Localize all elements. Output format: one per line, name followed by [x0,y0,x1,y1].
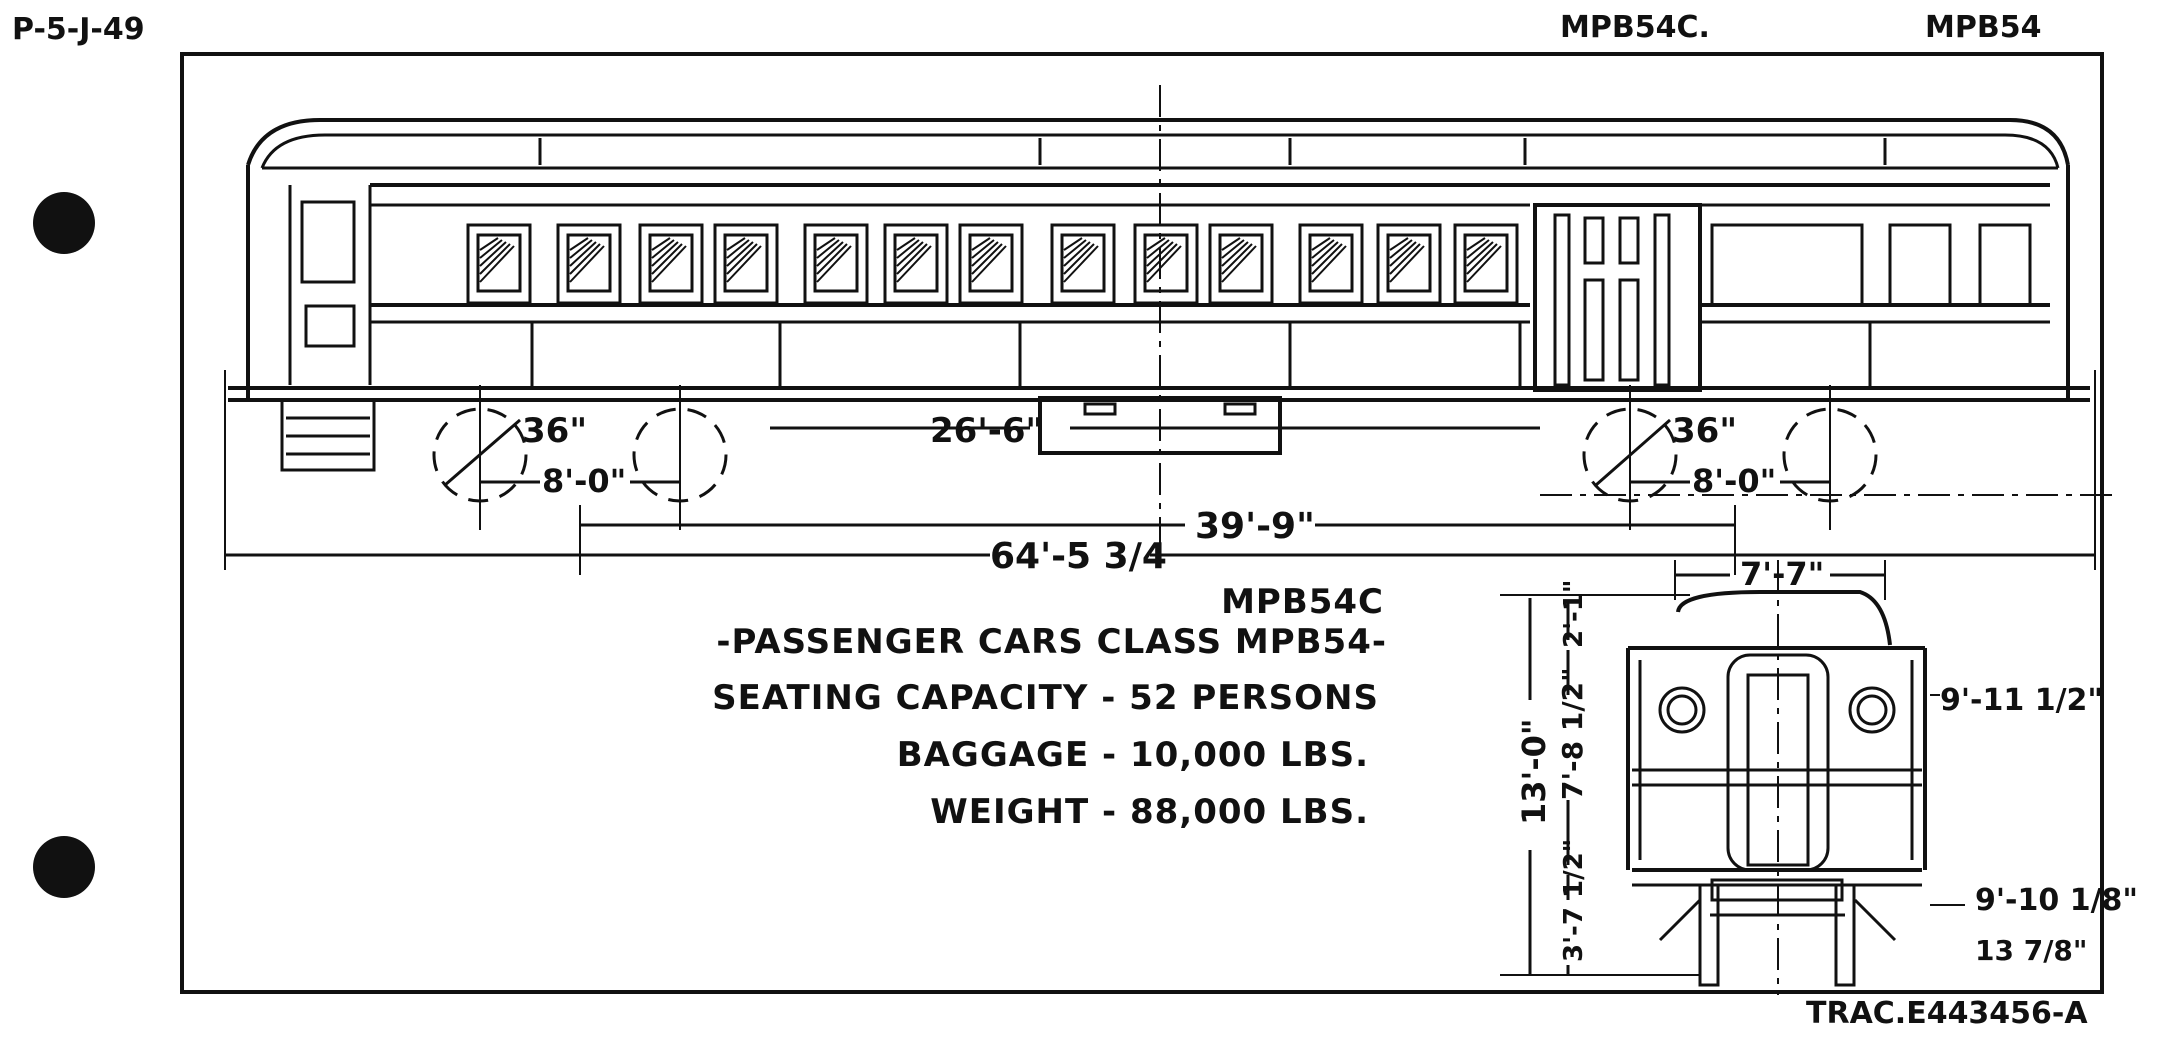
side-window [1453,223,1519,305]
header-class-left: MPB54C. [1560,10,1710,45]
drawing-frame [180,52,2104,994]
tracing-number: TRAC.E443456-A [1806,996,2088,1031]
side-window [713,223,779,305]
dim-wheel-dia-right: 36" [1672,411,1737,451]
side-window [638,223,704,305]
spec-class-code: MPB54C [1221,582,1384,622]
dim-truck-wheelbase-right: 8'-0" [1692,462,1776,500]
dim-end-width-sill: 9'-10 1/8" [1975,883,2138,918]
side-window [1133,223,1199,305]
end-view-roof [1676,590,1892,646]
dim-truck-wheelbase-left: 8'-0" [542,462,626,500]
dim-end-width-max: 9'-11 1/2" [1940,683,2103,718]
side-window [1376,223,1442,305]
dim-end-step-height: 13 7/8" [1975,934,2088,967]
drawing-number: P-5-J-49 [12,12,145,47]
dim-end-roof-height: 2'-1" [1559,580,1589,648]
side-window [1208,223,1274,305]
dim-wheel-dia-left: 36" [522,411,587,451]
end-window-left [1658,686,1706,734]
spec-weight: WEIGHT - 88,000 LBS. [930,792,1369,832]
dim-truck-centers: 39'-9" [1195,506,1315,547]
baggage-door [1533,203,1702,392]
spec-baggage: BAGGAGE - 10,000 LBS. [896,735,1369,775]
car-roof [246,118,2070,166]
side-window [1298,223,1364,305]
side-window [883,223,949,305]
entry-steps [280,398,376,472]
side-window [466,223,532,305]
side-window [1050,223,1116,305]
dim-center-span: 26'-6" [930,411,1043,451]
side-window [803,223,869,305]
punch-hole-bottom [33,836,95,898]
punch-hole-top [33,192,95,254]
end-window-right [1848,686,1896,734]
spec-class-title: -PASSENGER CARS CLASS MPB54- [716,622,1387,662]
dim-overall-length: 64'-5 3/4 [990,536,1167,577]
dim-end-width-top: 7'-7" [1740,555,1824,593]
dim-end-height-total: 13'-0" [1515,718,1553,825]
dim-end-body-height: 7'-8 1/2" [1556,667,1589,800]
dim-end-floor-height: 3'-7 1/2" [1559,839,1589,962]
header-class-right: MPB54 [1925,10,2042,45]
spec-seating-capacity: SEATING CAPACITY - 52 PERSONS [712,678,1379,718]
side-window [958,223,1024,305]
side-window [556,223,622,305]
